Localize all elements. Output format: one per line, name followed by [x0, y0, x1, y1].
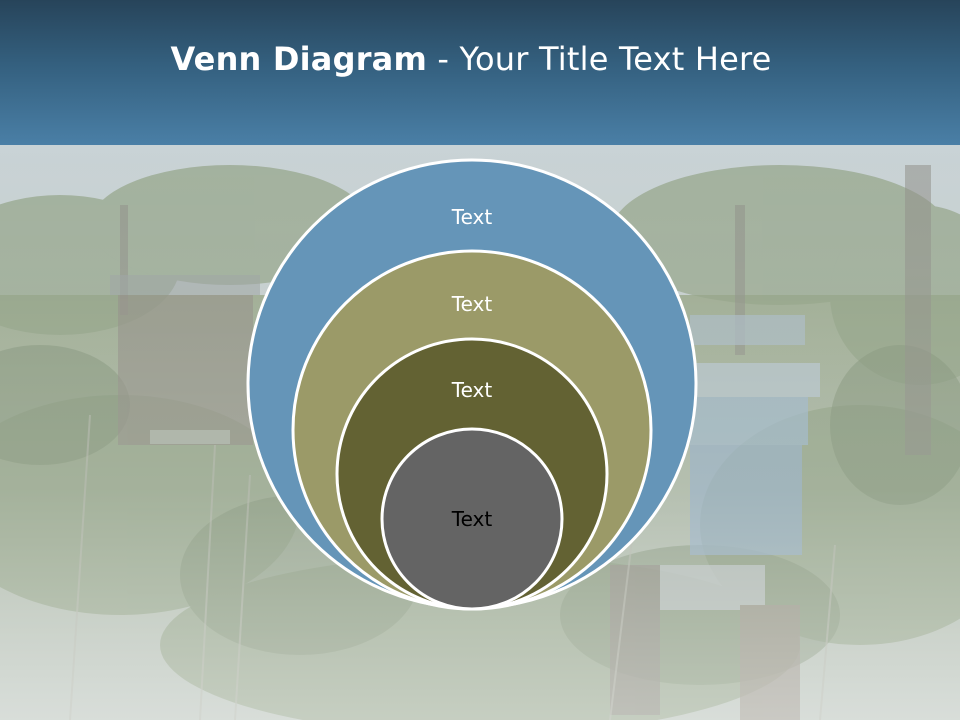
second-circle-label: Text — [451, 292, 493, 316]
title-banner: Venn Diagram - Your Title Text Here — [0, 0, 960, 145]
title-bold-part: Venn Diagram — [170, 40, 428, 78]
inner-circle-label: Text — [451, 507, 493, 531]
outer-circle-label: Text — [451, 205, 493, 229]
background-photo — [0, 145, 960, 720]
third-circle-label: Text — [451, 378, 493, 402]
inner-circle — [380, 427, 564, 611]
slide-title: Venn Diagram - Your Title Text Here — [0, 40, 942, 78]
title-regular-part: - Your Title Text Here — [427, 40, 772, 78]
